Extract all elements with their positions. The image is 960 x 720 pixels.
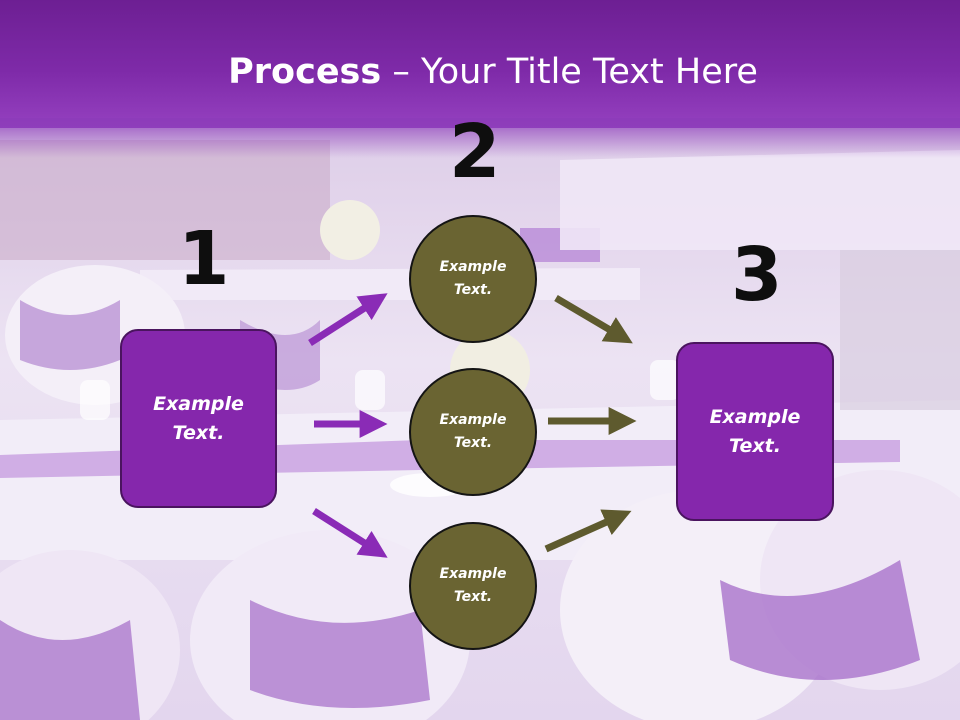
step-number-3: 3 bbox=[731, 232, 783, 318]
step-3-box: Example Text. bbox=[676, 342, 834, 521]
step-2-circle-top: Example Text. bbox=[409, 215, 537, 343]
arrow-top-to-3 bbox=[554, 294, 633, 344]
arrow-bottom-to-3 bbox=[544, 509, 632, 553]
title-rest: – Your Title Text Here bbox=[392, 52, 758, 92]
step-number-1: 1 bbox=[178, 216, 230, 302]
step-2-circle-middle: Example Text. bbox=[409, 368, 537, 496]
step-1-label: Example Text. bbox=[153, 392, 244, 444]
step-number-2: 2 bbox=[449, 109, 501, 195]
step-3-label: Example Text. bbox=[709, 405, 801, 457]
circle-middle-label: Example Text. bbox=[439, 412, 507, 451]
step-2-circle-bottom: Example Text. bbox=[409, 522, 537, 650]
title-bold: Process bbox=[228, 52, 382, 92]
step-1-box: Example Text. bbox=[120, 329, 277, 508]
arrow-1-to-bottom bbox=[312, 508, 388, 558]
arrow-1-to-top bbox=[308, 293, 388, 346]
circle-top-label: Example Text. bbox=[439, 259, 507, 298]
title-bar-fade bbox=[0, 118, 960, 158]
slide-title: Process – Your Title Text Here bbox=[0, 52, 960, 92]
title-bar bbox=[0, 0, 960, 128]
circle-bottom-label: Example Text. bbox=[439, 566, 507, 605]
